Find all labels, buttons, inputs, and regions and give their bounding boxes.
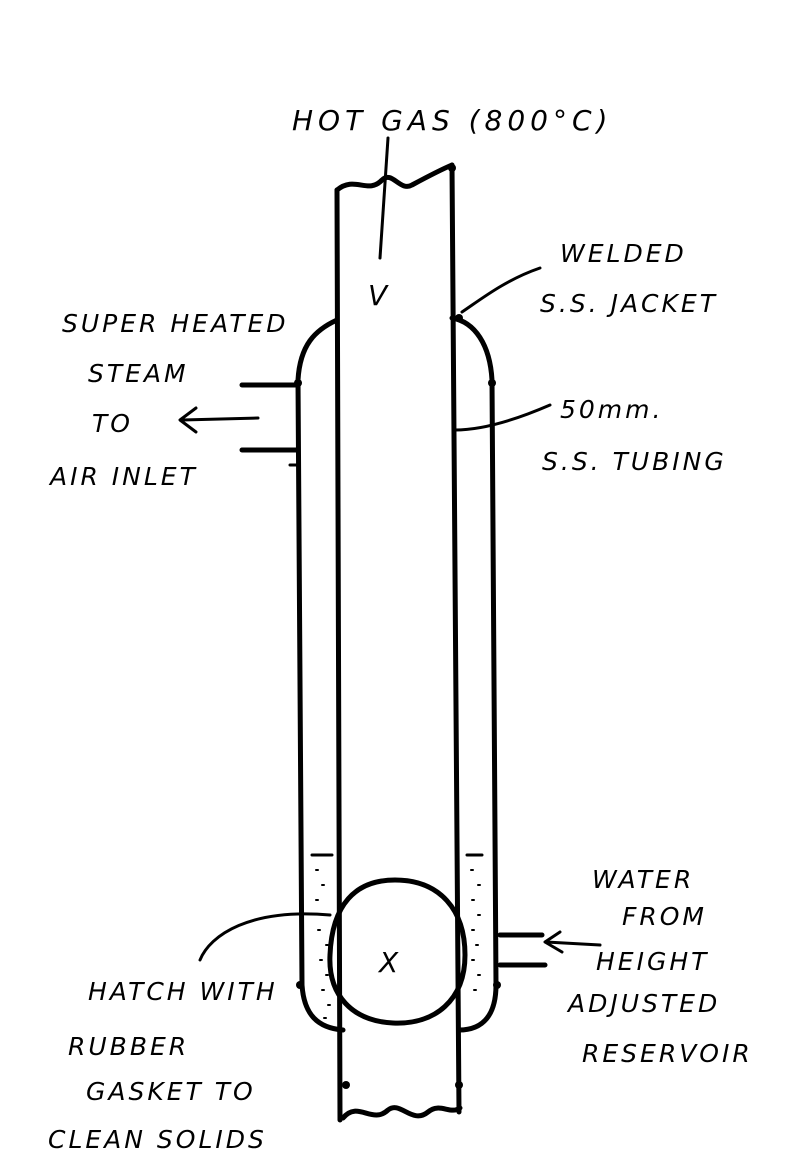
tubing-size-label: 50mm. (560, 395, 663, 424)
water-inlet (497, 930, 602, 968)
rubber-label: RUBBER (68, 1032, 189, 1061)
height-label: HEIGHT (596, 947, 709, 976)
welded-label: WELDED (560, 239, 687, 268)
adjusted-label: ADJUSTED (566, 989, 720, 1018)
ss-jacket (294, 314, 501, 1033)
gasket-to-label: GASKET TO (86, 1077, 256, 1106)
flow-mark: V (368, 279, 392, 312)
clean-solids-label: CLEAN SOLIDS (48, 1125, 267, 1154)
to-label: TO (92, 409, 133, 438)
steam-outlet (178, 382, 301, 467)
hatch-mark: X (377, 946, 403, 979)
ss-tubing-label: S.S. TUBING (542, 447, 727, 476)
super-heated-label: SUPER HEATED (62, 309, 289, 338)
hatch: X (327, 877, 468, 1026)
reservoir-label: RESERVOIR (582, 1039, 753, 1068)
hot-gas-arrow: V (368, 136, 392, 312)
hatch-with-label: HATCH WITH (88, 977, 278, 1006)
hot-gas-label: HOT GAS (800°C) (292, 104, 612, 137)
from-label: FROM (622, 902, 707, 931)
leader-lines (198, 266, 552, 962)
air-inlet-label: AIR INLET (48, 462, 198, 491)
ss-jacket-label: S.S. JACKET (540, 289, 718, 318)
central-tube (334, 162, 463, 1123)
steam-label: STEAM (88, 359, 189, 388)
water-label: WATER (592, 865, 694, 894)
